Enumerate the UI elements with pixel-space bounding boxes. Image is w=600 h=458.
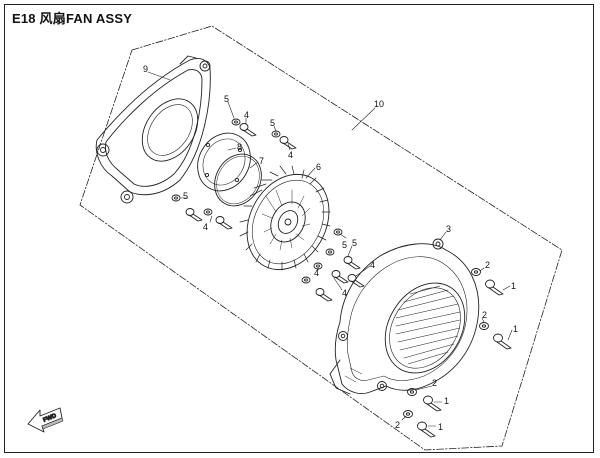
washer-5-d [203, 208, 213, 216]
drawing-border [4, 4, 594, 453]
callout-6: 6 [316, 162, 321, 172]
washer-5-e [301, 228, 343, 284]
callout-2: 2 [485, 260, 490, 270]
callout-2: 2 [432, 378, 437, 388]
callout-5: 5 [352, 238, 357, 248]
washer-2-c [407, 388, 417, 396]
o-ring-7 [214, 153, 262, 207]
bolt-4-e [331, 256, 365, 288]
callout-5: 5 [183, 191, 188, 201]
bolt-1-c [423, 395, 442, 412]
callout-labels: 9 10 5 4 5 4 8 7 6 5 4 5 5 4 4 4 3 2 1 2… [143, 64, 518, 432]
callout-4: 4 [203, 222, 208, 232]
cooling-fan-6 [239, 165, 331, 271]
callout-1: 1 [438, 422, 443, 432]
callout-2: 2 [395, 420, 400, 430]
callout-8: 8 [237, 142, 242, 152]
callout-5: 5 [224, 94, 229, 104]
bolt-4-f [315, 288, 333, 302]
callout-1: 1 [511, 281, 516, 291]
callout-4: 4 [314, 268, 319, 278]
callout-4: 4 [288, 150, 293, 160]
washer-2-a [471, 268, 481, 276]
forward-direction-arrow: FWD [27, 407, 64, 433]
bolt-4-b [279, 136, 297, 150]
washer-5-b [271, 130, 281, 138]
callout-4: 4 [342, 288, 347, 298]
callout-4: 4 [244, 110, 249, 120]
washer-2-b [479, 322, 489, 330]
washer-2-d [403, 410, 413, 418]
callout-9: 9 [143, 64, 148, 74]
bolt-1-b [493, 333, 512, 350]
fan-cover-3 [329, 238, 480, 395]
callout-3: 3 [446, 224, 451, 234]
fwd-label: FWD [43, 413, 59, 424]
callout-2: 2 [482, 310, 487, 320]
bolt-4-d [215, 216, 233, 230]
callout-1: 1 [444, 396, 449, 406]
callout-4: 4 [370, 260, 375, 270]
washer-5-c [171, 194, 181, 202]
callout-10: 10 [374, 99, 384, 109]
bolt-4-c [185, 208, 203, 222]
callout-1: 1 [513, 324, 518, 334]
callout-5: 5 [342, 240, 347, 250]
leader-lines [147, 71, 513, 427]
assembly-boundary [79, 25, 563, 451]
gasket-8 [197, 132, 251, 192]
bolt-4-a [239, 123, 257, 137]
diagram-title: E18 风扇FAN ASSY [12, 11, 133, 26]
callout-7: 7 [259, 156, 264, 166]
bolt-1-d [417, 421, 436, 438]
back-plate-9 [95, 55, 211, 204]
washer-5-a [231, 118, 241, 126]
callout-5: 5 [270, 118, 275, 128]
bolt-1-a [485, 279, 504, 296]
